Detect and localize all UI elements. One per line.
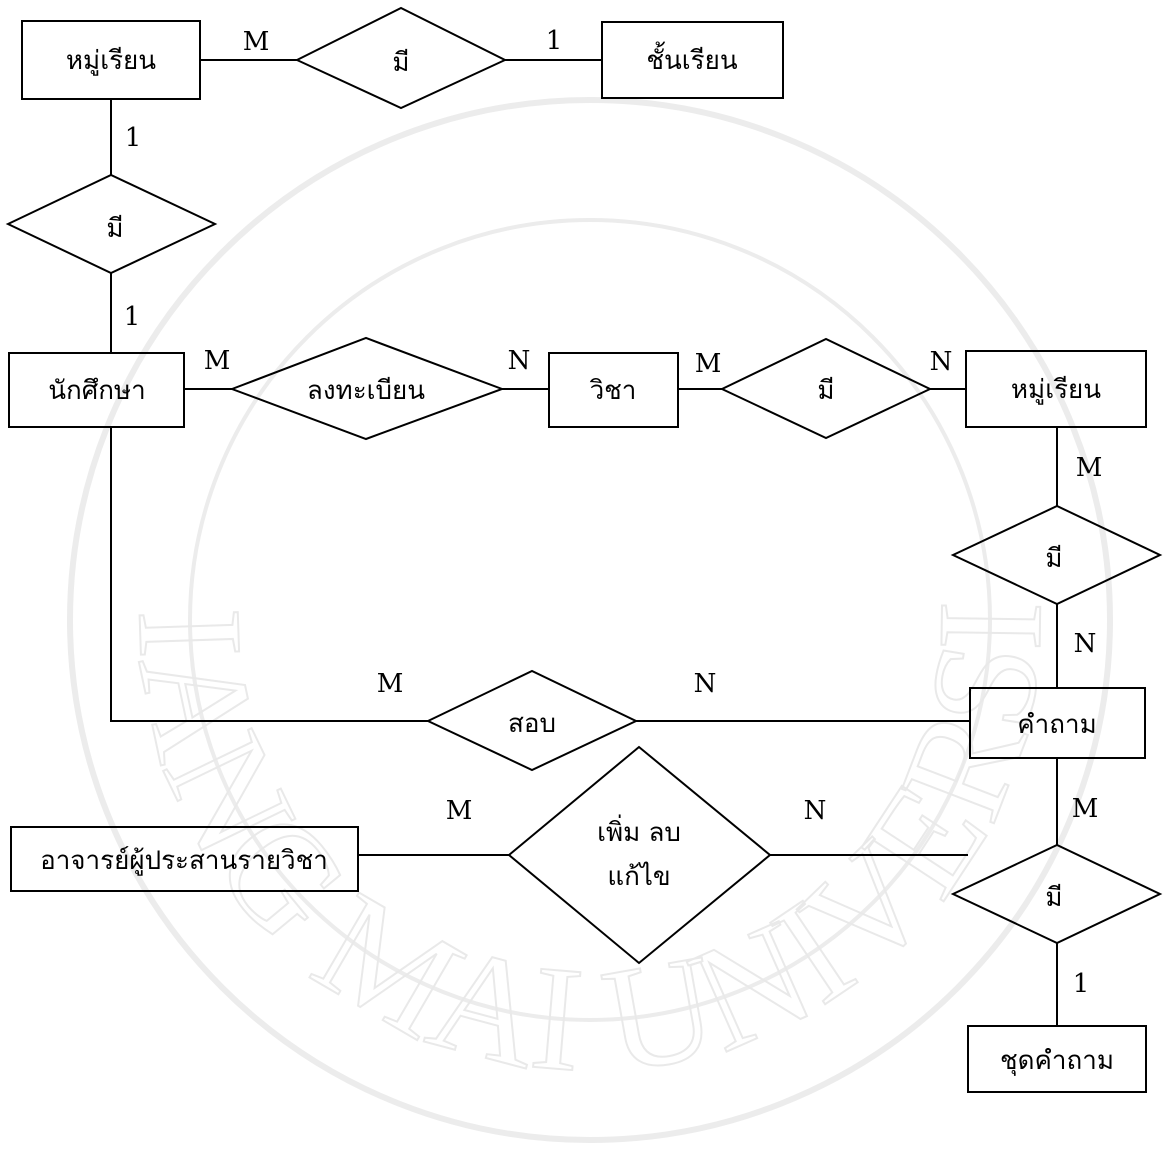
cardinality-top-right: 1 — [546, 26, 563, 56]
entity-student-label: นักศึกษา — [48, 376, 146, 406]
cardinality-mid-right: N — [930, 347, 953, 377]
cardinality-top-left: M — [243, 27, 270, 57]
cardinality-right2-lower: 1 — [1073, 969, 1090, 999]
entity-homroom-top — [21, 20, 201, 100]
relationship-has-mid-label: มี — [817, 376, 834, 406]
relationship-has-mid — [719, 337, 933, 440]
relationship-add-delete-edit — [507, 745, 772, 965]
entity-grade-label: ชั้นเรียน — [646, 41, 738, 76]
relationship-register-label: ลงทะเบียน — [307, 376, 425, 406]
cardinality-exam-right: N — [694, 669, 717, 699]
entity-question — [969, 687, 1146, 759]
relationship-has-left — [5, 173, 218, 275]
entity-homroom-right-label: หมู่เรียน — [1011, 375, 1101, 405]
cardinality-mid-left: M — [695, 349, 722, 379]
entity-question-label: คำถาม — [1017, 710, 1096, 740]
entity-coordinator-label: อาจารย์ผู้ประสานรายวิชา — [40, 846, 328, 876]
cardinality-exam-left: M — [377, 669, 404, 699]
entity-student — [8, 352, 185, 428]
entity-subject-label: วิชา — [589, 376, 636, 406]
relationship-has-right1 — [950, 504, 1163, 606]
cardinality-right1-upper: M — [1076, 453, 1103, 483]
relationship-has-right2 — [950, 843, 1163, 945]
relationship-register — [229, 336, 505, 441]
cardinality-right2-upper: M — [1072, 794, 1099, 824]
relationship-has-top — [294, 6, 508, 110]
relationship-edit-label-line2: แก้ไข — [607, 861, 670, 892]
cardinality-right1-lower: N — [1074, 629, 1097, 659]
cardinality-register-right: N — [508, 346, 531, 376]
cardinality-register-left: M — [204, 346, 231, 376]
relationship-exam-label: สอบ — [508, 709, 556, 739]
relationship-edit-label-line1: เพิ่ม ลบ — [597, 814, 681, 848]
cardinality-left-lower: 1 — [124, 302, 141, 332]
relationship-has-left-label: มี — [106, 214, 123, 244]
entity-subject — [548, 352, 679, 428]
entity-homroom-right — [965, 350, 1147, 428]
relationship-has-right1-label: มี — [1045, 544, 1062, 574]
relationship-has-right2-label: มี — [1045, 883, 1062, 913]
entity-question-set-label: ชุดคำถาม — [1000, 1046, 1114, 1076]
cardinality-left-upper: 1 — [125, 123, 142, 153]
entity-question-set — [967, 1025, 1147, 1093]
relationship-has-top-label: มี — [392, 48, 409, 78]
entity-homroom-top-label: หมู่เรียน — [66, 46, 156, 76]
relationship-exam — [425, 669, 639, 772]
cardinality-edit-right: N — [804, 796, 827, 826]
entity-grade — [601, 21, 784, 99]
entity-coordinator — [10, 826, 359, 892]
cardinality-edit-left: M — [446, 796, 473, 826]
